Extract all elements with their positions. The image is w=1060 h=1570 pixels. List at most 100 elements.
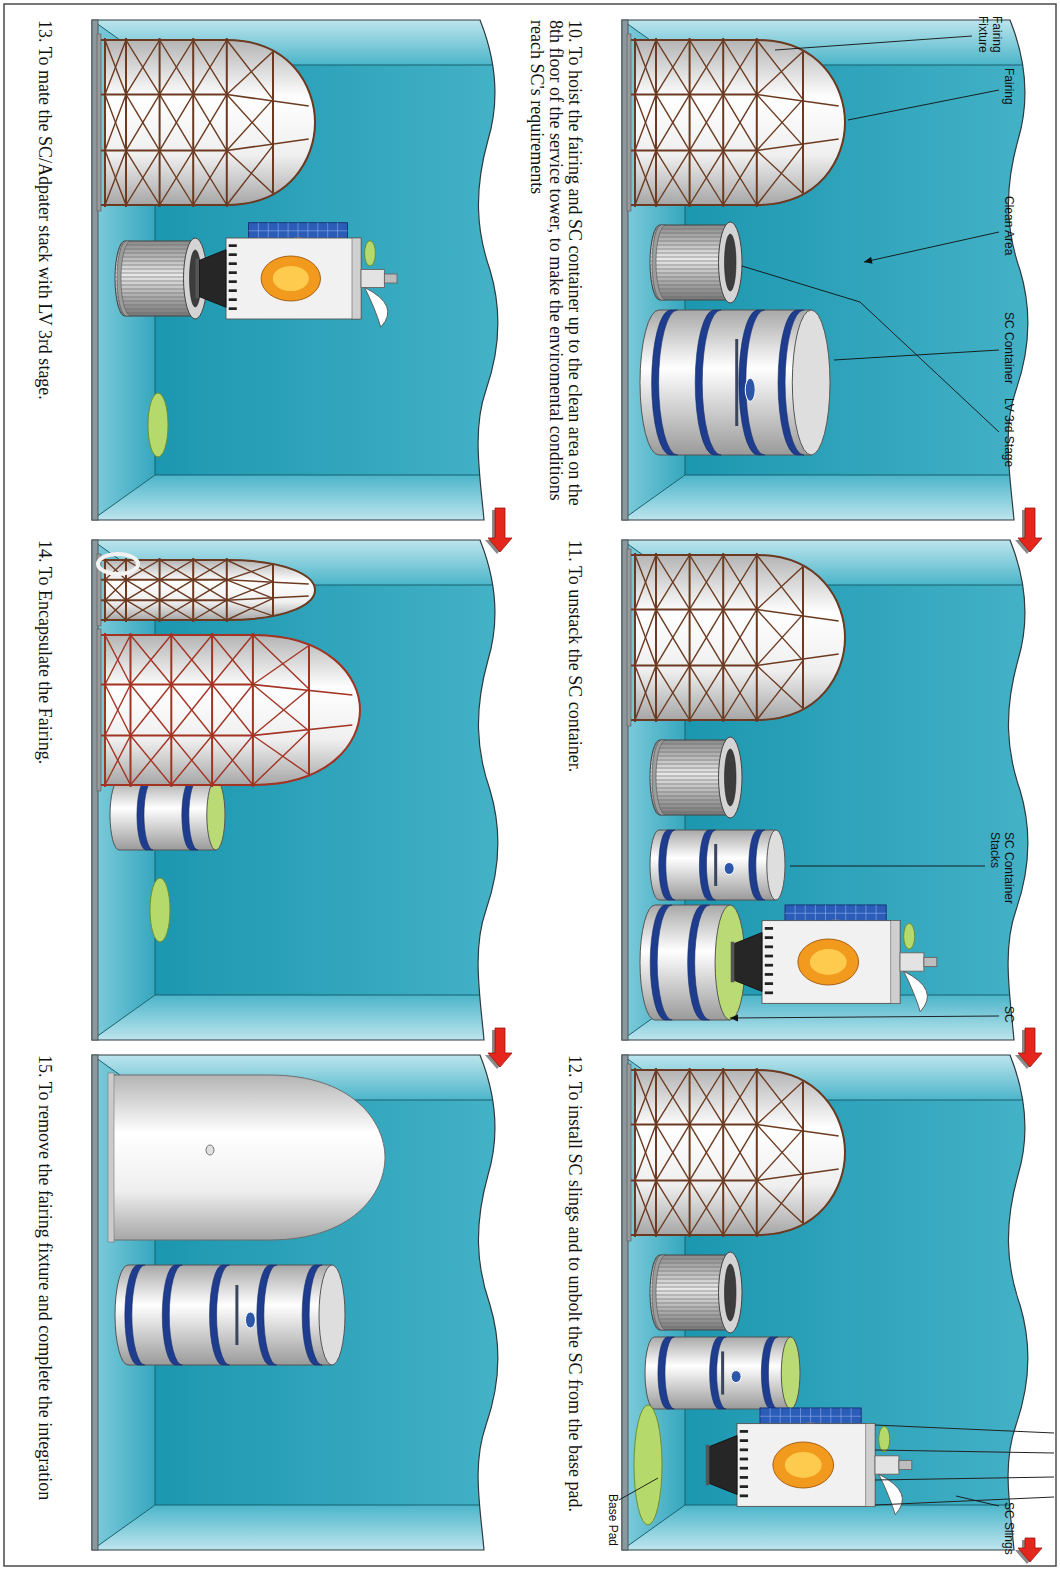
- stage-rib: [654, 233, 727, 234]
- fixture-ring: [722, 553, 724, 722]
- fixture-brace: [131, 685, 172, 736]
- leader-lines: [730, 866, 999, 1021]
- fixture-brace: [757, 1176, 803, 1235]
- leader-lines: [742, 36, 999, 432]
- antenna-feed: [899, 1460, 912, 1469]
- leader-line: [742, 266, 999, 432]
- fairing: [105, 635, 360, 785]
- continue-arrow: [1018, 1538, 1042, 1562]
- stage-rib: [120, 245, 191, 246]
- fixture-post: [629, 1123, 757, 1125]
- stage-top-ring: [719, 222, 743, 303]
- thruster-mark: [740, 1458, 748, 1461]
- thruster-mark: [740, 1494, 748, 1497]
- fixture-post: [99, 684, 253, 686]
- step-panel: 12. To install SC slings and to unbolt t…: [622, 1055, 1040, 1550]
- stage-rib: [117, 257, 191, 258]
- part-label: SC: [1002, 1006, 1016, 1030]
- fixture-frame: [635, 40, 845, 205]
- stage-rib: [655, 744, 726, 745]
- thruster-mark: [740, 1485, 748, 1488]
- stage-rib: [654, 293, 726, 294]
- fairing-fixture: [97, 34, 315, 211]
- stage-rib: [118, 305, 191, 306]
- fixture-post: [99, 784, 253, 786]
- fixture-frame: [635, 1070, 845, 1235]
- adapter-ring: [706, 1445, 710, 1485]
- stage-rib: [651, 760, 726, 761]
- fixture-brace: [757, 1129, 803, 1180]
- panel-scene: [97, 34, 397, 457]
- fixture-brace: [105, 736, 131, 786]
- container-band: [125, 1265, 145, 1365]
- leader-lines: [619, 1478, 999, 1506]
- fixture-post: [629, 150, 757, 152]
- thruster-mark: [229, 298, 237, 301]
- stage-rib: [650, 1299, 726, 1300]
- fixture-brace: [193, 151, 227, 205]
- leader-line: [775, 36, 972, 50]
- adapter-cone: [734, 933, 762, 992]
- step-panel: 13. To mate the SC/Adpater stack with LV…: [92, 20, 510, 520]
- base-pad: [150, 878, 170, 942]
- fixture-brace: [160, 151, 194, 205]
- fixture-ring: [159, 558, 161, 622]
- spacecraft-body: [762, 921, 900, 1004]
- fixture-brace: [635, 94, 656, 150]
- sc-sling: [875, 1425, 1054, 1433]
- stage-rib: [116, 293, 191, 294]
- fixture-brace: [227, 40, 273, 99]
- stage-flange: [652, 740, 666, 815]
- fixture-brace: [635, 1124, 656, 1180]
- container-band: [257, 1265, 277, 1365]
- step-caption: 11. To unstack the SC container.: [565, 540, 584, 1040]
- fixture-brace: [160, 94, 194, 150]
- fixture-brace: [690, 1124, 724, 1180]
- fixture-brace: [723, 94, 757, 150]
- thruster-mark: [765, 945, 773, 948]
- solar-array: [785, 905, 886, 922]
- solar-cell-line: [760, 1416, 861, 1417]
- step-arrow-group: [1015, 508, 1042, 554]
- step-panel: 14. To Encapsulate the Fairing.: [92, 540, 510, 1040]
- container-logo: [245, 1312, 255, 1328]
- fixture-ring: [170, 633, 172, 787]
- stage-rib: [115, 269, 191, 270]
- fixture-brace: [212, 635, 253, 685]
- stage-rib: [652, 756, 726, 757]
- fixture-brace: [723, 1181, 757, 1235]
- fixture-brace: [690, 1070, 724, 1124]
- fixture-ring: [104, 633, 106, 787]
- thruster-mark: [229, 262, 237, 265]
- stage-rib: [654, 808, 726, 809]
- part-label: LV 3rd Stage: [1002, 398, 1016, 480]
- fixture-brace: [656, 94, 690, 150]
- fixture-brace: [723, 1124, 757, 1180]
- stage-rib: [115, 277, 191, 278]
- container-band: [162, 1265, 182, 1365]
- stage-rib: [653, 289, 726, 290]
- fixture-ring: [634, 38, 636, 207]
- panel-illustration: [92, 540, 510, 1040]
- fixture-post: [99, 634, 253, 636]
- fixture-brace: [635, 666, 656, 720]
- thermal-blanket: [810, 949, 847, 975]
- fixture-post: [629, 1069, 757, 1071]
- fixture-brace: [105, 40, 126, 94]
- container-logo: [731, 1371, 741, 1383]
- fairing-fixture: [97, 554, 315, 626]
- room-edge: [92, 20, 510, 520]
- fixture-base: [627, 1064, 631, 1241]
- fixture-brace: [105, 580, 126, 600]
- adapter-ring: [195, 259, 199, 299]
- fixture-ring: [802, 567, 804, 709]
- fixture-brace: [690, 1181, 724, 1235]
- fixture-brace: [131, 736, 172, 786]
- fixture-brace: [757, 567, 803, 610]
- floor-bar: [92, 1055, 98, 1550]
- stage-flange: [652, 1255, 666, 1330]
- stage-rib: [650, 780, 726, 781]
- fixture-ring: [104, 558, 106, 622]
- stage-rib: [116, 265, 192, 266]
- fixture-brace: [757, 52, 803, 95]
